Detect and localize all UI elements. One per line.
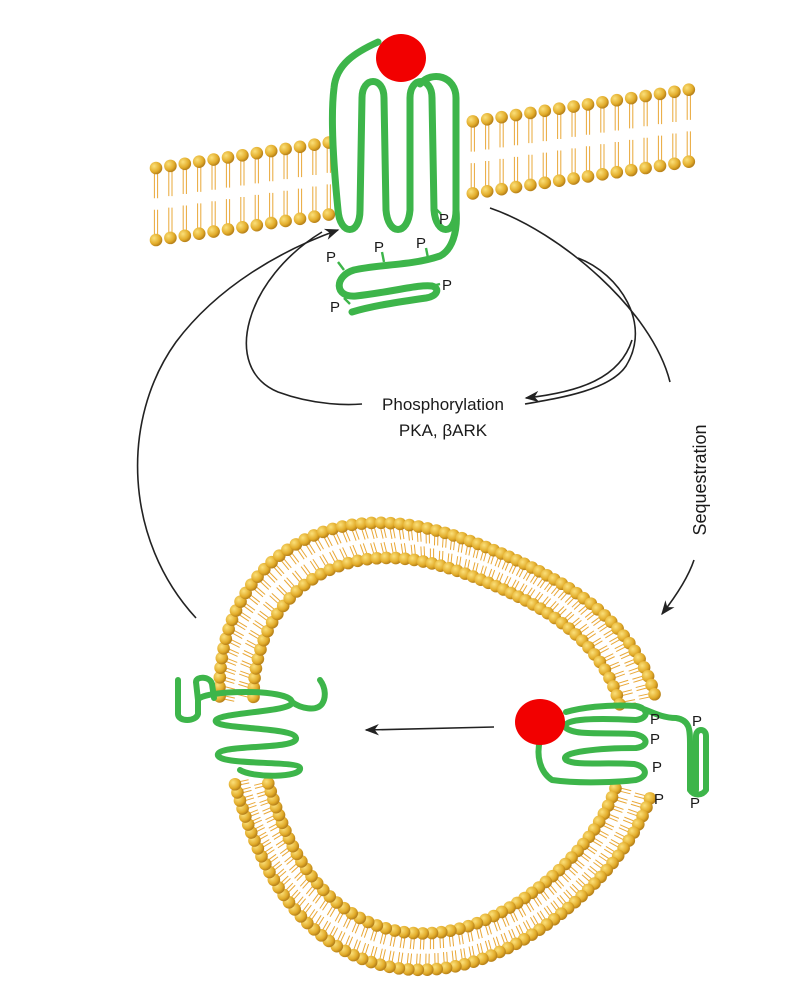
receptor-icon-vesicle-left [175, 674, 328, 779]
phospho-label: P [650, 731, 660, 748]
kinases-label: PKA, βARK [399, 421, 488, 440]
plasma-membrane [149, 83, 696, 247]
receptor-icon [328, 38, 460, 316]
cycle-arrows [136, 207, 695, 736]
sequestration-arrow-tail [661, 559, 695, 616]
receptor-icon-vesicle-right [535, 702, 709, 798]
phospho-label: P [650, 711, 660, 728]
phospho-sites-surface [337, 207, 442, 305]
phospho-label: P [439, 211, 449, 228]
phospho-label: P [374, 239, 384, 256]
phospho-labels-surface: P P P P P P [326, 211, 452, 316]
phospho-label: P [652, 759, 662, 776]
receptor-surface [328, 38, 460, 233]
phospho-label: P [692, 713, 702, 730]
phospho-label: P [690, 795, 700, 812]
vesicle-membrane [213, 516, 661, 977]
phospho-labels-vesicle: P P P P P P [650, 711, 702, 812]
phospho-label: P [330, 299, 340, 316]
phosphorylation-arrow-tip [524, 339, 633, 403]
phosphorylation-arrow [245, 231, 637, 406]
phospho-label: P [442, 277, 452, 294]
recycling-arrow [136, 228, 340, 619]
phospho-label: P [654, 791, 664, 808]
phospho-label: P [326, 249, 336, 266]
sequestration-label: Sequestration [690, 424, 710, 535]
ligand-icon [376, 34, 426, 82]
ligand-icon-vesicle [515, 699, 565, 745]
internalization-arrow [364, 723, 495, 736]
receptor-tail [335, 206, 460, 316]
phospho-label: P [416, 235, 426, 252]
sequestration-arrow [489, 207, 671, 383]
phosphorylation-label: Phosphorylation [382, 395, 504, 414]
